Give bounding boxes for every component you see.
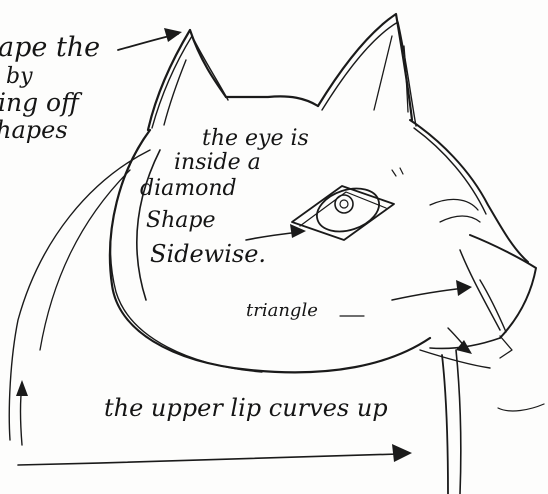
left-ear (148, 30, 228, 130)
right-ear (226, 14, 416, 126)
arrow-to-eye (246, 224, 306, 240)
note-triangle: triangle (246, 302, 318, 320)
neck (9, 150, 461, 494)
note-shape-line-3: ing off (0, 90, 79, 115)
note-shape-line-1: ape the (0, 34, 100, 61)
note-shape-line-2: by (6, 66, 33, 88)
arrow-to-muzzle (392, 280, 472, 300)
note-upper-lip: the upper lip curves up (104, 396, 388, 420)
arrow-to-ear (118, 28, 182, 50)
muzzle (392, 120, 536, 368)
note-eye-line-5: Sidewise. (150, 242, 266, 266)
note-eye-line-1: the eye is (202, 128, 309, 150)
arrow-to-lip (448, 328, 472, 354)
note-shape-line-4: hapes (0, 118, 68, 142)
note-eye-line-3: diamond (140, 178, 237, 200)
arrow-to-chin (16, 380, 412, 465)
note-eye-line-2: inside a (174, 152, 261, 174)
note-eye-line-4: Shape (146, 210, 215, 232)
eye-diamond (292, 181, 394, 240)
